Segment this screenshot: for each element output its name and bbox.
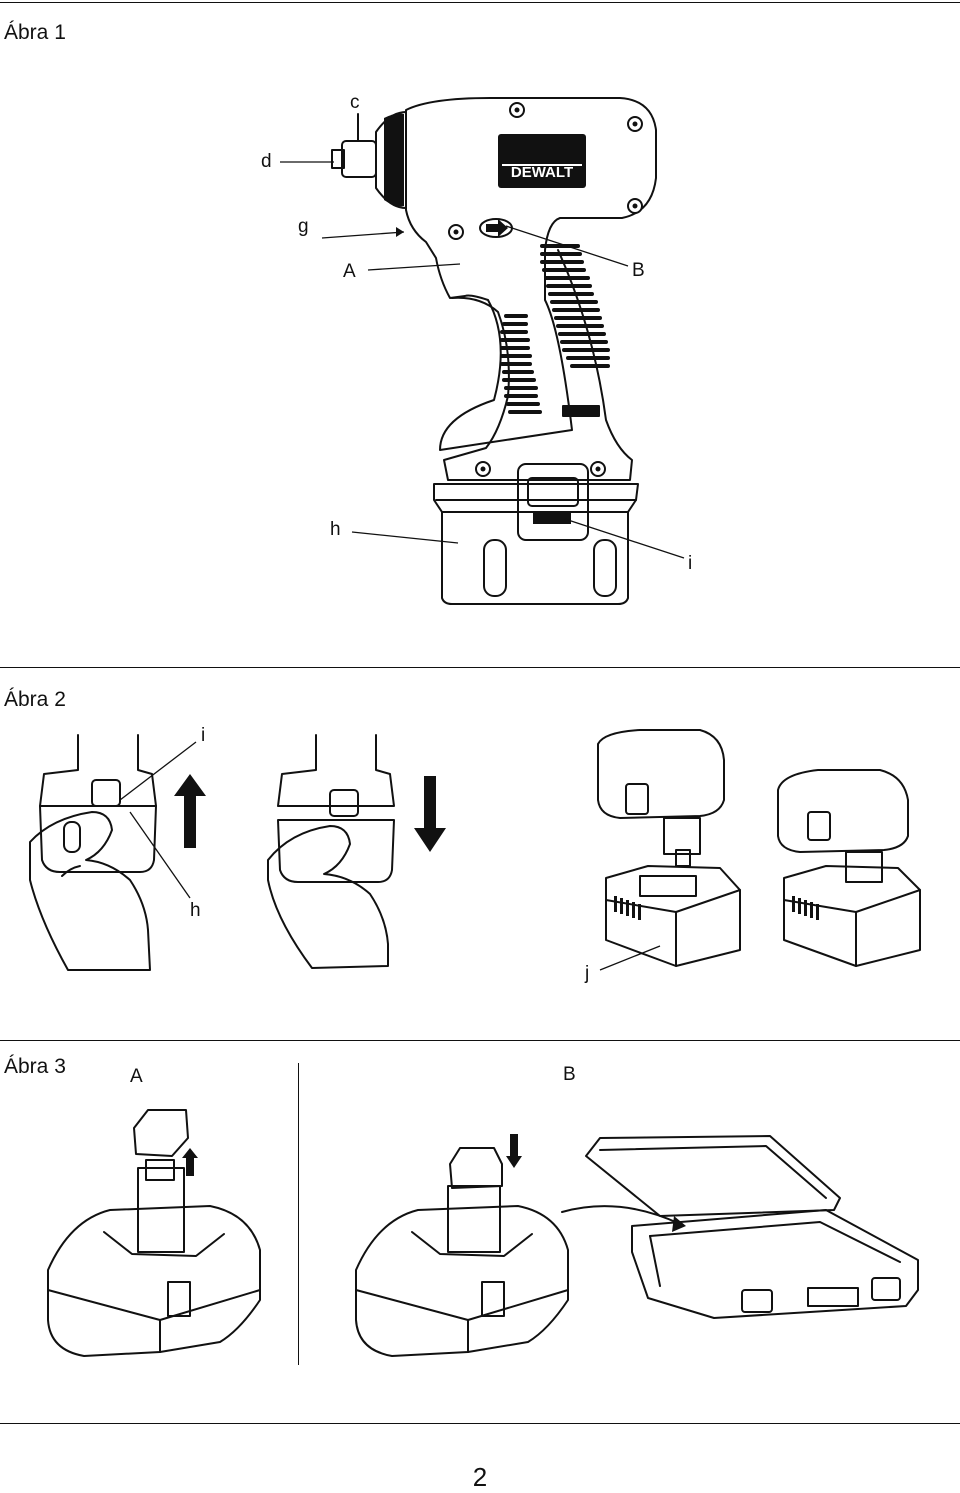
fig1-callout-A: A — [343, 261, 356, 282]
fig2-rule — [0, 667, 960, 668]
fig3-rule — [0, 1040, 960, 1041]
fig3-title: Ábra 3 — [4, 1055, 66, 1078]
page-number: 2 — [472, 1462, 488, 1492]
fig1-title: Ábra 1 — [4, 21, 66, 44]
dewalt-logo: DEWALT — [510, 164, 574, 181]
fig1-callout-c: c — [350, 92, 360, 113]
fig1-callout-i: i — [688, 553, 693, 574]
fig2-callout-h: h — [190, 900, 201, 921]
fig2-title: Ábra 2 — [4, 688, 66, 711]
fig1-callout-h: h — [330, 519, 341, 540]
fig3-divider — [298, 1063, 299, 1365]
fig1-callout-B: B — [632, 260, 645, 281]
fig2-callout-j: j — [585, 963, 590, 984]
bottom-rule — [0, 1423, 960, 1424]
fig3-callout-B: B — [563, 1064, 576, 1085]
fig2-callout-i: i — [201, 725, 206, 746]
top-rule — [0, 2, 960, 3]
fig3-callout-A: A — [130, 1066, 143, 1087]
fig1-callout-g: g — [298, 216, 309, 237]
fig1-callout-d: d — [261, 151, 272, 172]
